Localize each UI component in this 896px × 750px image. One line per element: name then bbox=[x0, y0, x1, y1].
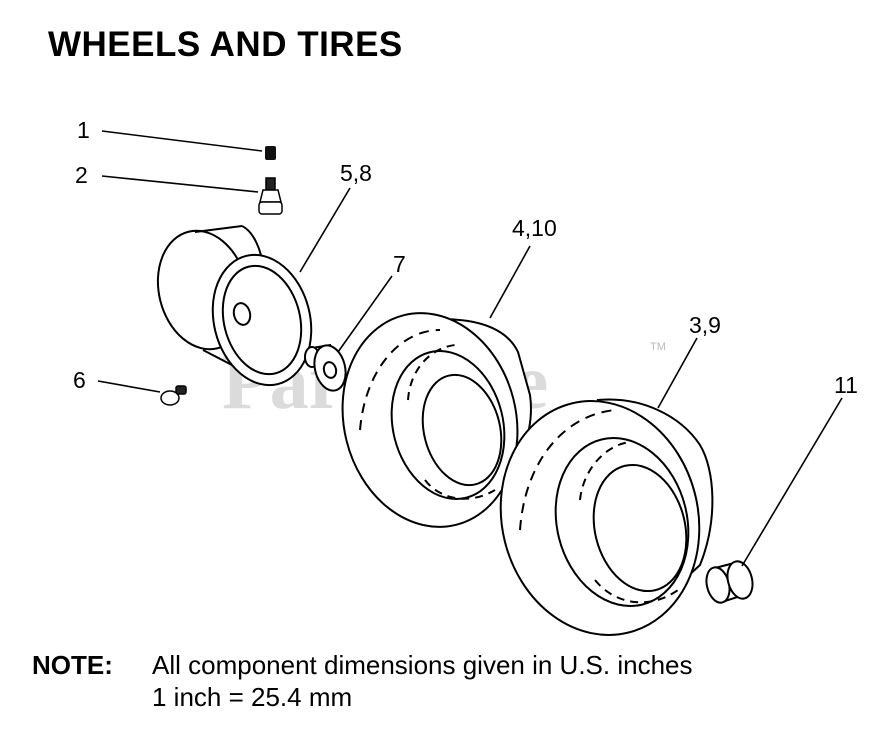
part-grease-fitting[interactable] bbox=[160, 385, 187, 406]
callout-4-10: 4,10 bbox=[512, 215, 557, 241]
callout-6: 6 bbox=[73, 367, 86, 393]
callout-7: 7 bbox=[393, 251, 406, 277]
note-label: NOTE: bbox=[32, 650, 113, 680]
callout-3-9: 3,9 bbox=[689, 312, 721, 338]
note-line-1: All component dimensions given in U.S. i… bbox=[152, 650, 693, 680]
callout-11: 11 bbox=[834, 372, 858, 398]
part-wheel-rim[interactable] bbox=[146, 221, 325, 396]
diagram-title: WHEELS AND TIRES bbox=[48, 25, 403, 64]
watermark-trademark: TM bbox=[650, 341, 666, 353]
part-tire-rear[interactable] bbox=[476, 380, 723, 656]
leader-lines bbox=[97, 130, 843, 567]
part-valve-cap[interactable] bbox=[265, 146, 276, 160]
note-text: All component dimensions given in U.S. i… bbox=[152, 650, 693, 713]
part-valve-stem[interactable] bbox=[258, 177, 283, 215]
part-tire-front[interactable] bbox=[320, 294, 539, 545]
callout-1: 1 bbox=[77, 117, 90, 143]
callout-2: 2 bbox=[75, 162, 88, 188]
callout-5-8: 5,8 bbox=[340, 160, 372, 186]
part-bushing[interactable] bbox=[304, 342, 350, 394]
note-line-2: 1 inch = 25.4 mm bbox=[152, 681, 353, 712]
part-bearing[interactable] bbox=[703, 559, 756, 605]
